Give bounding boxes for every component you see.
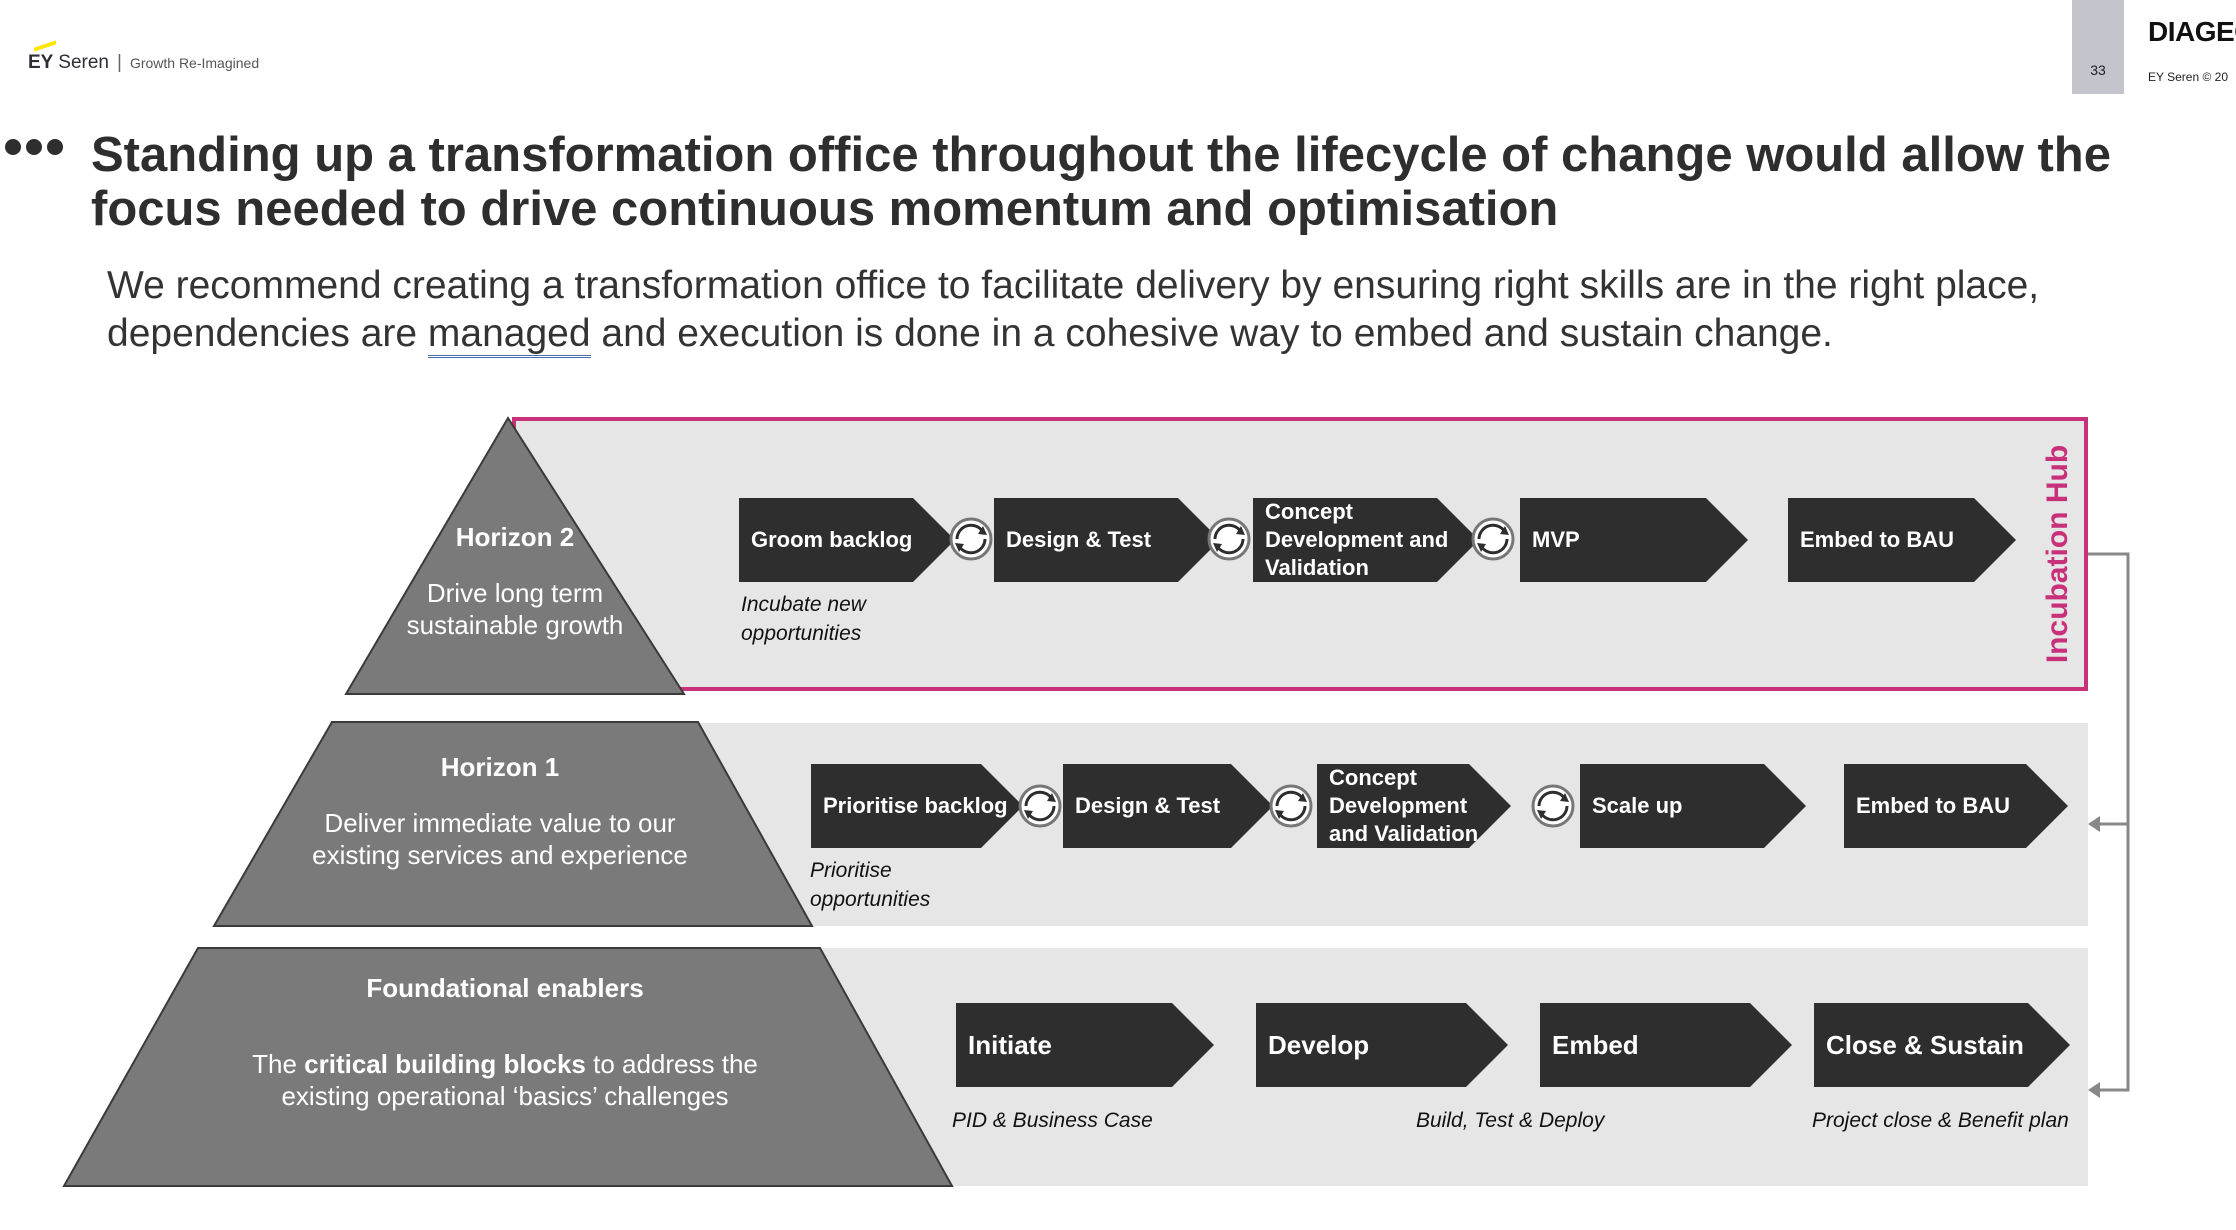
h2-step-mvp: MVP (1520, 498, 1748, 582)
arrow-head-h1 (2088, 816, 2100, 832)
h2-step-design-test: Design & Test (994, 498, 1220, 582)
horizon1-desc: Deliver immediate value to our existing … (312, 808, 688, 870)
h1-step-embed-bau: Embed to BAU (1844, 764, 2068, 848)
horizon1-title: Horizon 1 (440, 752, 560, 782)
h2-note: Incubate new opportunities (741, 593, 866, 645)
page-number-box (2072, 0, 2124, 94)
cycle-icon (949, 517, 993, 561)
horizon1-label: Horizon 1 Deliver immediate value to our… (300, 752, 700, 871)
client-logo: DIAGEO (2148, 16, 2236, 47)
page-title: Standing up a transformation office thro… (91, 128, 2111, 236)
h1-step-scale-up: Scale up (1580, 764, 1806, 848)
pyramid-tier-horizon1 (212, 721, 814, 927)
foundational-title: Foundational enablers (366, 973, 644, 1003)
arrow-head-foundational (2088, 1082, 2100, 1098)
subtitle-text-2: and execution is done in a cohesive way … (590, 312, 1833, 355)
pyramid-tier-foundational (62, 947, 954, 1187)
cycle-icon (1207, 517, 1251, 561)
logo-name: Seren (58, 52, 109, 73)
fe-step-develop: Develop (1256, 1003, 1508, 1087)
horizon2-desc: Drive long term sustainable growth (406, 578, 624, 640)
horizon2-title: Horizon 2 (455, 522, 575, 552)
foundational-label: Foundational enablers The critical build… (250, 973, 760, 1112)
logo-tagline: Growth Re-Imagined (129, 55, 260, 71)
h2-step-concept-dev: Concept Development and Validation (1253, 498, 1479, 582)
cycle-icon (1269, 784, 1313, 828)
fe-note-pid: PID & Business Case (952, 1109, 1153, 1132)
cycle-icon (1471, 517, 1515, 561)
logo-separator: | (117, 52, 122, 73)
fe-step-initiate: Initiate (956, 1003, 1214, 1087)
h2-step-groom-backlog: Groom backlog (739, 498, 955, 582)
fe-note-build: Build, Test & Deploy (1416, 1109, 1605, 1132)
horizon2-label: Horizon 2 Drive long term sustainable gr… (380, 522, 650, 641)
ey-seren-logo: EY Seren | Growth Re-Imagined (28, 40, 260, 74)
logo-brand: EY (28, 52, 54, 73)
bullet-dots-icon (5, 139, 68, 160)
pyramid-tier-horizon2 (344, 416, 686, 695)
h1-step-prioritise-backlog: Prioritise backlog (811, 764, 1023, 848)
h1-step-concept-dev: Concept Development and Validation (1317, 764, 1511, 848)
foundational-desc: The critical building blocks to address … (252, 1049, 758, 1111)
h2-step-embed-bau: Embed to BAU (1788, 498, 2016, 582)
fe-step-close-sustain: Close & Sustain (1814, 1003, 2070, 1087)
cycle-icon (1531, 784, 1575, 828)
fe-step-embed: Embed (1540, 1003, 1792, 1087)
subtitle-underlined-word: managed (427, 312, 591, 358)
cycle-icon (1018, 784, 1062, 828)
copyright: EY Seren © 20 (2148, 70, 2229, 84)
h1-note: Prioritise opportunities (810, 859, 931, 911)
fe-note-close: Project close & Benefit plan (1812, 1109, 2069, 1132)
subtitle-text-1: We recommend creating a transformation o… (107, 264, 2040, 355)
h1-step-design-test: Design & Test (1063, 764, 1273, 848)
page-number: 33 (2090, 62, 2106, 78)
page-subtitle: We recommend creating a transformation o… (107, 262, 2107, 358)
